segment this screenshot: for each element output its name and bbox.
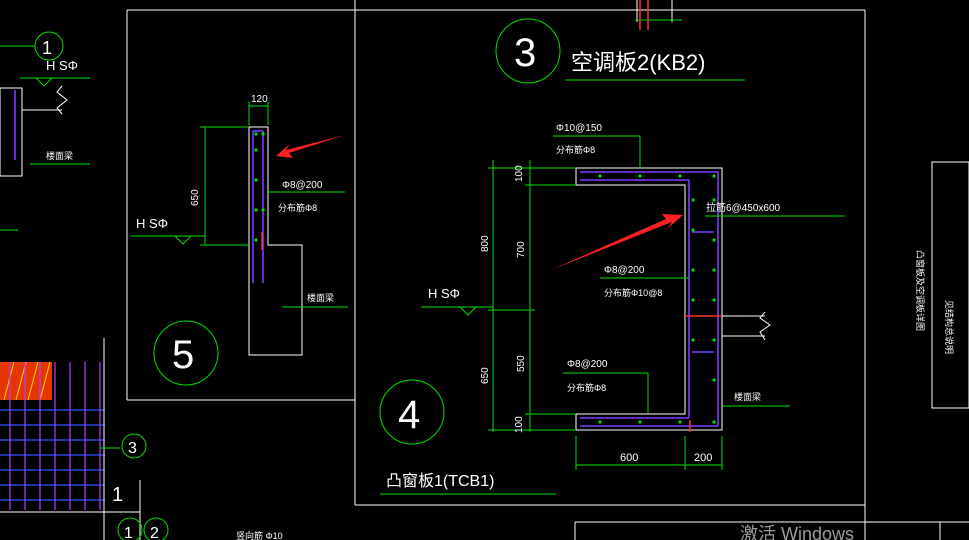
detail-5: 120 650 H SΦ Φ8@200 分布筋Φ8 楼面梁 5	[131, 94, 348, 386]
side-note-2: 见结构总说明	[944, 300, 955, 354]
bottom-note: 竖向筋 Φ10	[236, 530, 283, 540]
top-fragment	[635, 0, 682, 30]
loumian-left-label: 楼面梁	[46, 150, 73, 161]
left-detail: 1 H SΦ 楼面梁	[0, 31, 90, 231]
fen-8-b: 分布筋Φ8	[556, 144, 595, 155]
loumian-b: 楼面梁	[734, 391, 761, 402]
dim-100-a: 100	[514, 165, 525, 182]
dim-200: 200	[694, 452, 712, 464]
dim-550: 550	[516, 355, 527, 372]
tcb1-title: 凸窗板1(TCB1)	[380, 472, 556, 495]
dim-600: 600	[620, 452, 638, 464]
hs-right-label: H SΦ	[428, 286, 460, 301]
title-tcb1: 凸窗板1(TCB1)	[386, 472, 494, 490]
dim-120: 120	[251, 94, 268, 105]
side-note: 凸窗板及空调板详图 见结构总说明	[915, 250, 955, 354]
loumian-a: 楼面梁	[307, 292, 334, 303]
lajin-label: 拉筋6@450x600	[706, 201, 781, 214]
hs-left-label: H SΦ	[46, 58, 78, 73]
circle-1-label: 1	[42, 38, 52, 58]
title-kb2: 空调板2(KB2)	[571, 50, 705, 75]
detail-4: 100 800 700 650 550 100 600 200 Φ10@150 …	[379, 123, 845, 470]
phi10-150: Φ10@150	[556, 123, 602, 134]
circle-3-label: 3	[514, 31, 536, 75]
fen-10: 分布筋Φ10@8	[604, 287, 662, 298]
dim-100-b: 100	[514, 416, 525, 433]
dim-650-b: 650	[480, 367, 491, 384]
phi8-200-c: Φ8@200	[567, 359, 608, 370]
circle-1c-label: 1	[124, 525, 133, 540]
phi8-200-b: Φ8@200	[604, 265, 645, 276]
dim-650-a: 650	[190, 189, 201, 206]
fen-8-c: 分布筋Φ8	[567, 382, 606, 393]
phi8-200-a: Φ8@200	[282, 180, 323, 191]
circle-2-label: 2	[150, 525, 159, 540]
circle-1b-label: 1	[112, 484, 123, 506]
dim-800: 800	[480, 235, 491, 252]
dim-700: 700	[516, 241, 527, 258]
hs-mid-label: H SΦ	[136, 216, 168, 231]
fen-8-a: 分布筋Φ8	[278, 202, 317, 213]
kb2-title: 3 空调板2(KB2)	[495, 18, 745, 84]
side-note-1: 凸窗板及空调板详图	[915, 250, 926, 331]
windows-watermark: 激活 Windows	[740, 524, 854, 540]
circle-3b-label: 3	[128, 440, 137, 457]
left-grid-area: 3 1 1 2 竖向筋 Φ10	[0, 338, 283, 540]
circle-4-label: 4	[398, 393, 420, 437]
circle-5-label: 5	[172, 333, 194, 377]
